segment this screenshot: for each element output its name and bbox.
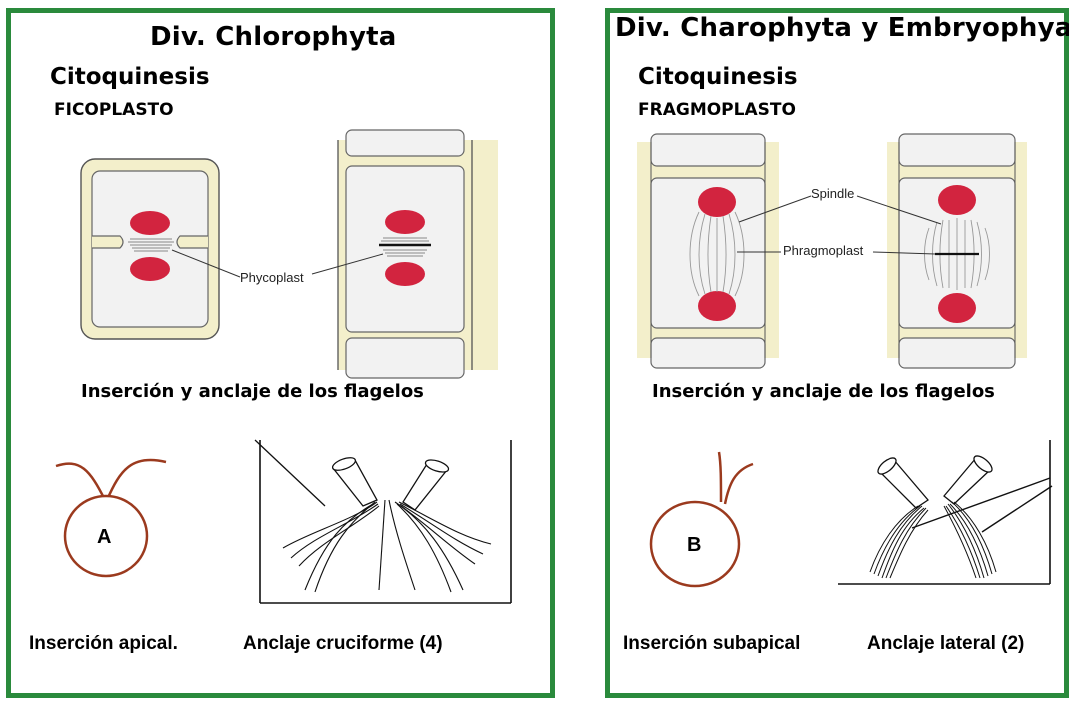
nucleus-bottom-4	[938, 293, 976, 323]
cell-b-letter: B	[687, 534, 701, 556]
cell-a-letter: A	[97, 526, 111, 548]
right-caption-lateral: Anclaje lateral (2)	[867, 633, 1024, 655]
cell-inner-1	[92, 171, 208, 327]
nucleus-bottom-2	[385, 262, 425, 286]
left-section-title: Inserción y anclaje de los flagelos	[81, 381, 424, 402]
nucleus-bottom-3	[698, 291, 736, 321]
spindle-label: Spindle	[811, 186, 854, 201]
flagellum-b-icon	[725, 464, 753, 504]
flagellum-a-icon	[719, 452, 721, 502]
chlorophyta-title: Div. Chlorophyta	[150, 22, 397, 52]
phragmoplast-label: Phragmoplast	[783, 243, 864, 258]
lateral-anchorage-diagram	[836, 440, 1054, 590]
subapical-insertion-diagram: B	[645, 440, 775, 590]
fragmoplasto-label: FRAGMOPLASTO	[638, 100, 796, 120]
charophyta-citoquinesis-label: Citoquinesis	[638, 64, 798, 90]
flagellum-right-icon	[107, 460, 166, 500]
phragmoplast-diagram: Spindle Phragmoplast	[637, 142, 1027, 358]
nucleus-top-3	[698, 187, 736, 217]
ficoplasto-label: FICOPLASTO	[54, 100, 174, 120]
left-caption-apical: Inserción apical.	[29, 633, 178, 655]
right-caption-subapical: Inserción subapical	[623, 633, 800, 655]
chlorophyta-citoquinesis-label: Citoquinesis	[50, 64, 210, 90]
nucleus-top-4	[938, 185, 976, 215]
nucleus-top-1	[130, 211, 170, 235]
phycoplast-diagram: Phycoplast	[80, 140, 500, 370]
wall-ingrowth-left-1	[92, 236, 123, 248]
left-caption-cruciform: Anclaje cruciforme (4)	[243, 633, 443, 655]
cell-inner-2	[346, 166, 464, 332]
flagellum-left-icon	[56, 464, 105, 500]
phycoplast-label: Phycoplast	[240, 270, 304, 285]
nucleus-bottom-1	[130, 257, 170, 281]
nucleus-top-2	[385, 210, 425, 234]
wall-ingrowth-right-1	[177, 236, 208, 248]
lateral-roots	[870, 502, 996, 578]
right-section-title: Inserción y anclaje de los flagelos	[652, 381, 995, 402]
charophyta-title: Div. Charophyta y Embryophya	[615, 13, 1069, 43]
apical-insertion-diagram: A	[50, 440, 180, 580]
cruciform-anchorage-diagram	[255, 440, 515, 610]
microtubular-roots	[283, 500, 491, 592]
